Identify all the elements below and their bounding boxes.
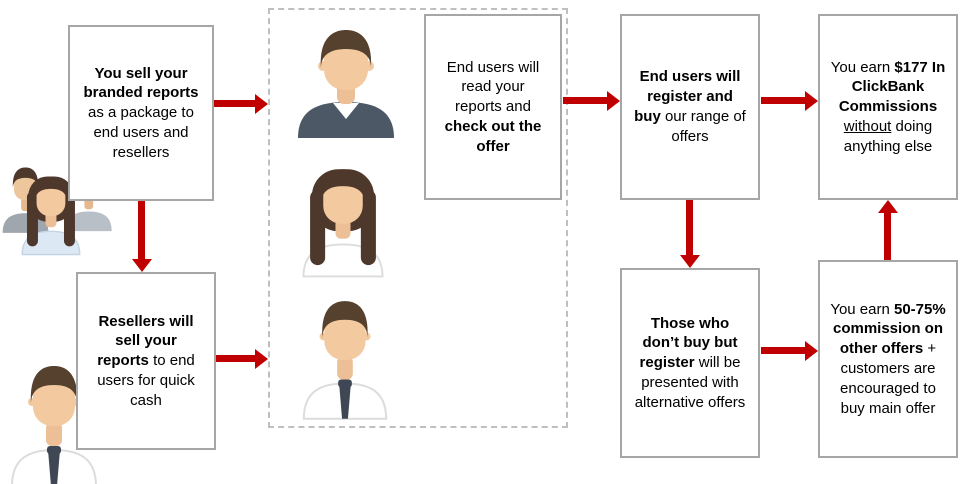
box-resellers-text: Resellers will sell your reports to end … [97,312,195,409]
arrow-resellers-to-endusers [216,355,255,362]
box-earn-177-text: You earn $177 In ClickBank Commissions w… [830,58,946,155]
box-register-buy: End users will register and buy our rang… [620,14,760,200]
end-user-man-tie-avatar [296,296,394,420]
arrow-read-to-register [563,97,607,104]
box-sell-reports: You sell your branded reports as a packa… [68,25,214,201]
box-read-reports: End users will read your reports and che… [424,14,562,200]
arrow-dontbuy-to-commission [761,347,805,354]
end-user-man-suit-avatar [286,24,406,138]
arrow-commission-to-earn177 [884,213,891,260]
box-dont-buy-text: Those who don’t buy but register will be… [634,314,746,411]
end-user-woman-avatar [296,160,390,280]
box-resellers: Resellers will sell your reports to end … [76,272,216,450]
arrow-sell-to-resellers [138,201,145,259]
arrow-sell-to-endusers [214,100,255,107]
box-earn-commission-text: You earn 50-75% commission on other offe… [830,300,946,417]
box-earn-177: You earn $177 In ClickBank Commissions w… [818,14,958,200]
box-dont-buy: Those who don’t buy but register will be… [620,268,760,458]
arrow-register-to-earn177 [761,97,805,104]
box-register-buy-text: End users will register and buy our rang… [634,68,746,145]
box-read-reports-text: End users will read your reports and che… [444,58,542,155]
arrow-register-to-dontbuy [686,200,693,255]
reseller-man-avatar [0,362,108,484]
box-sell-reports-text: You sell your branded reports as a packa… [83,64,199,161]
box-earn-commission: You earn 50-75% commission on other offe… [818,260,958,458]
